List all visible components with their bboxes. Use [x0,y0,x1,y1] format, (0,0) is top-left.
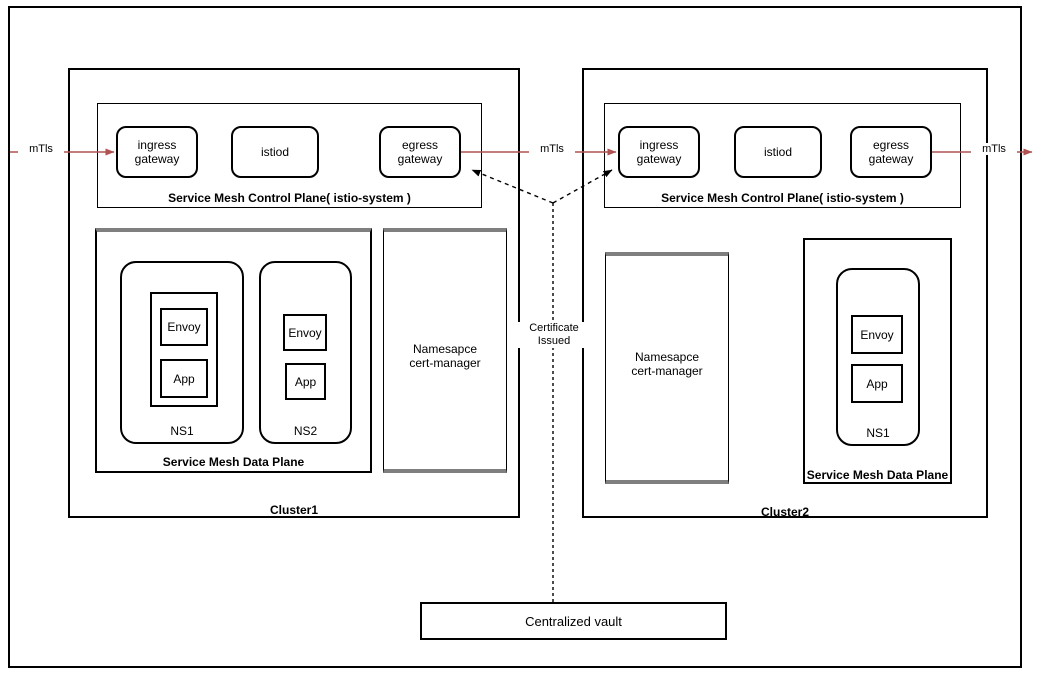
cluster1-ns1-label: NS1 [170,424,194,438]
cluster2-ingress-gateway[interactable]: ingress gateway [618,126,700,178]
mtls-outbound-label: mTls [971,143,1017,155]
cluster2-ns1-envoy-container[interactable]: Envoy [851,315,903,354]
cluster2-ns1-label: NS1 [866,426,890,440]
centralized-vault-box[interactable]: Centralized vault [420,602,727,640]
cluster1-istiod[interactable]: istiod [231,126,319,178]
cluster1-ns1-app-container[interactable]: App [160,359,208,398]
cluster1-control-plane-label: Service Mesh Control Plane( istio-system… [168,191,411,205]
cluster1-data-plane-label: Service Mesh Data Plane [162,455,305,469]
cluster1-ingress-gateway[interactable]: ingress gateway [116,126,198,178]
cluster1-data-plane-box[interactable] [95,228,372,473]
cluster1-cert-manager-label: Namesapce cert-manager [409,342,481,371]
cluster2-egress-gateway[interactable]: egress gateway [850,126,932,178]
cluster1-ns1-pod-wrapper [150,292,218,407]
cluster2-cert-manager-namespace[interactable] [605,252,729,484]
cluster2-label: Cluster2 [760,505,810,519]
cluster1-control-plane-box[interactable] [97,103,482,208]
cluster1-ns2-app-container[interactable]: App [285,363,326,400]
cluster2-box[interactable] [582,68,988,518]
cluster2-ns1-box[interactable] [836,268,920,446]
cluster1-box[interactable] [68,68,520,518]
cluster1-ns2-box[interactable] [259,261,352,444]
mtls-inter-cluster-label: mTls [529,143,575,155]
cluster2-control-plane-label: Service Mesh Control Plane( istio-system… [661,191,904,205]
cluster1-cert-manager-namespace[interactable] [383,228,507,473]
cluster1-label: Cluster1 [269,503,319,517]
cluster2-data-plane-box[interactable] [803,238,952,484]
certificate-issued-label: Certificate Issued [508,322,600,348]
cluster2-cert-manager-label: Namesapce cert-manager [631,350,703,379]
cluster2-ns1-app-container[interactable]: App [851,364,903,403]
cluster1-ns1-envoy-container[interactable]: Envoy [160,308,208,346]
cluster1-ns2-envoy-container[interactable]: Envoy [283,314,327,351]
cluster1-egress-gateway[interactable]: egress gateway [379,126,461,178]
cluster2-istiod[interactable]: istiod [734,126,822,178]
cluster2-data-plane-label: Service Mesh Data Plane [806,468,949,482]
cluster1-ns1-box[interactable] [120,261,244,444]
mtls-inbound-label: mTls [18,143,64,155]
cluster2-control-plane-box[interactable] [604,103,961,208]
cluster1-ns2-label: NS2 [293,424,318,438]
page-frame [8,6,1022,668]
